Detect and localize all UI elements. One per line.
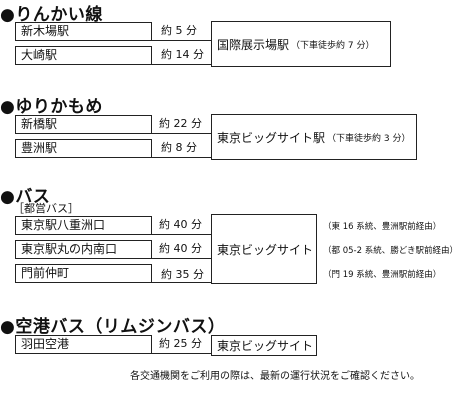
bus-stop-name: 東京駅八重洲口 — [21, 218, 106, 232]
destination-name: 国際展示場駅 — [217, 37, 290, 52]
bus-stop-name: 門前仲町 — [21, 266, 70, 280]
destination-box-kokusai-tenjijo: 国際展示場駅 （下車徒歩約 7 分） — [211, 21, 391, 67]
station-name: 新橋駅 — [21, 117, 58, 131]
section-subheading-toei-bus: ［都営バス］ — [13, 202, 79, 215]
destination-box-tokyo-big-sight-station: 東京ビッグサイト駅 （下車徒歩約 3 分） — [211, 114, 417, 160]
bus-route-note: （都 05-2 系統、勝どき駅前経由） — [323, 246, 458, 256]
connector-line — [152, 258, 211, 259]
bus-stop-name: 羽田空港 — [21, 337, 70, 351]
destination-name: 東京ビッグサイト — [217, 339, 314, 353]
section-heading-rinkai: ●りんかい線 — [0, 5, 103, 25]
travel-time: 約 8 分 — [161, 141, 197, 154]
section-heading-yurikamome: ●ゆりかもめ — [0, 97, 103, 117]
station-name: 新木場駅 — [21, 24, 70, 38]
section-heading-airport-bus: ●空港バス（リムジンバス） — [0, 317, 226, 337]
connector-line — [152, 353, 211, 354]
bus-route-note: （東 16 系統、豊洲駅前経由） — [323, 222, 442, 232]
travel-time: 約 25 分 — [159, 337, 202, 350]
destination-box-tokyo-big-sight-airport: 東京ビッグサイト — [211, 335, 317, 356]
walk-time: （下車徒歩約 3 分） — [327, 133, 411, 144]
travel-time: 約 14 分 — [161, 48, 204, 61]
bus-stop-name: 東京駅丸の内南口 — [21, 242, 118, 256]
destination-name: 東京ビッグサイト駅 — [217, 130, 326, 145]
station-box-shinkiba: 新木場駅 — [15, 22, 152, 41]
station-box-toyosu: 豊洲駅 — [15, 139, 152, 158]
connector-line — [152, 157, 211, 158]
travel-time: 約 5 分 — [161, 24, 197, 37]
connector-line — [152, 234, 211, 235]
section-heading-bus: ●バス — [0, 187, 51, 207]
travel-time: 約 22 分 — [159, 117, 202, 130]
station-name: 大崎駅 — [21, 48, 58, 62]
bus-stop-box-tokyo-marunouchi-south: 東京駅丸の内南口 — [15, 240, 152, 259]
bus-stop-box-tokyo-yaesu: 東京駅八重洲口 — [15, 216, 152, 235]
bus-stop-box-haneda: 羽田空港 — [15, 335, 152, 354]
destination-box-tokyo-big-sight-bus: 東京ビッグサイト — [211, 214, 317, 284]
station-box-shimbashi: 新橋駅 — [15, 115, 152, 134]
walk-time: （下車徒歩約 7 分） — [291, 40, 375, 51]
bus-route-note: （門 19 系統、豊洲駅前経由） — [323, 270, 442, 280]
footer-note: 各交通機関をご利用の際は、最新の運行状況をご確認ください。 — [130, 371, 420, 382]
connector-line — [152, 133, 211, 134]
travel-time: 約 40 分 — [159, 218, 202, 231]
connector-line — [152, 40, 211, 41]
travel-time: 約 40 分 — [159, 242, 202, 255]
station-box-osaki: 大崎駅 — [15, 46, 152, 65]
station-name: 豊洲駅 — [21, 141, 58, 155]
bus-stop-box-monzen-nakacho: 門前仲町 — [15, 264, 152, 283]
connector-line — [152, 282, 211, 283]
connector-line — [152, 64, 211, 65]
destination-name: 東京ビッグサイト — [217, 242, 314, 257]
travel-time: 約 35 分 — [161, 268, 204, 281]
